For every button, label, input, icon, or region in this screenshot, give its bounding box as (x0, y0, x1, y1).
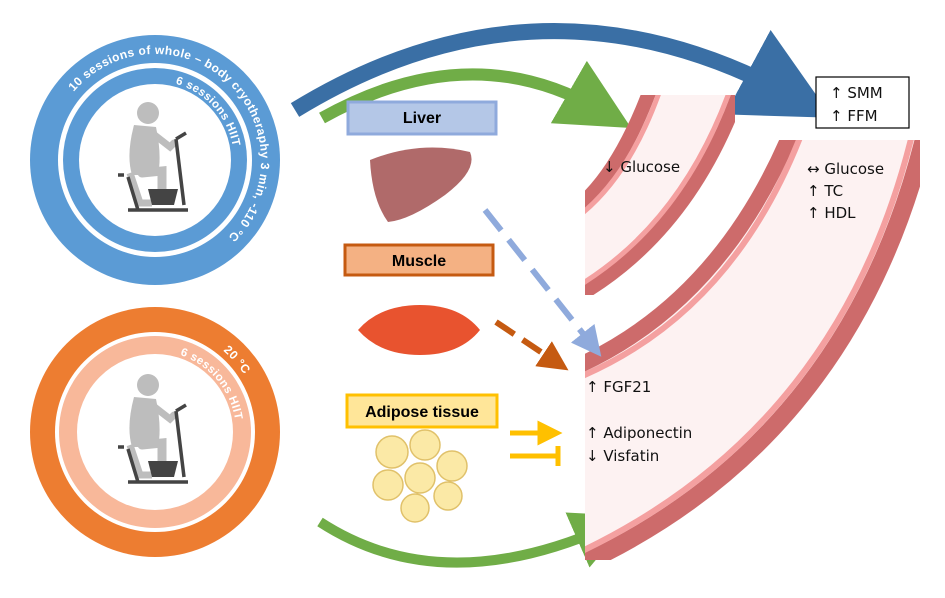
green-curved-arrow-top (319, 60, 632, 128)
svg-text:Liver: Liver (403, 110, 441, 127)
svg-text:Muscle: Muscle (392, 253, 446, 270)
body-composition-box: ↑ SMM ↑ FFM (815, 76, 910, 129)
cryotherapy-group-circle: 10 sessions of whole – body cryotheraphy… (30, 35, 280, 285)
liver-label-box: Liver (346, 100, 498, 136)
vessel-outcome: ↑ FGF21 (586, 378, 651, 396)
muscle-dashed-arrow (494, 319, 569, 371)
blue-curved-arrow (290, 23, 833, 118)
vessel-outcome: ↑ Adiponectin (586, 424, 692, 442)
control-group-circle: 20 °C 6 sessions HIIT (30, 307, 280, 557)
small-blood-vessel (585, 95, 735, 295)
svg-text:Adipose tissue: Adipose tissue (365, 404, 479, 421)
adipose-cells-icon (372, 429, 468, 523)
small-vessel-outcome: ↓ Glucose (603, 158, 680, 176)
liver-dashed-arrow (482, 208, 602, 357)
large-blood-vessel (585, 140, 920, 560)
liver-icon (370, 147, 472, 222)
muscle-icon (358, 305, 480, 355)
adipose-label-box: Adipose tissue (345, 393, 499, 429)
adipose-inhibit-arrow (510, 446, 561, 466)
vessel-outcome: ↔ Glucose (807, 160, 884, 178)
vessel-outcome: ↑ TC (807, 182, 843, 200)
muscle-label-box: Muscle (343, 243, 495, 277)
vessel-outcome: ↓ Visfatin (586, 447, 659, 465)
svg-text:↑ SMM: ↑ SMM (830, 84, 883, 102)
vessel-outcome: ↑ HDL (807, 204, 856, 222)
green-curved-arrow-bottom (317, 512, 633, 568)
svg-text:↑ FFM: ↑ FFM (830, 107, 878, 125)
